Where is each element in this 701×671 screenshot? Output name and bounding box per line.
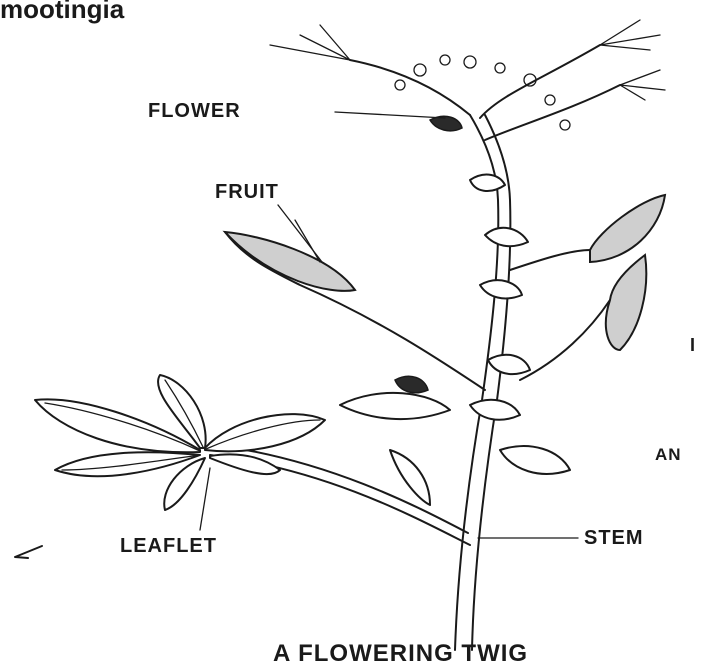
diagram-caption: A FLOWERING TWIG bbox=[273, 640, 528, 668]
flower-leader-line bbox=[335, 112, 445, 118]
stem-leaves bbox=[340, 175, 570, 505]
fruit-label: FRUIT bbox=[215, 181, 279, 204]
arrow-mark bbox=[15, 546, 42, 558]
flower-cluster bbox=[270, 20, 665, 140]
fruit-right-lower bbox=[606, 255, 646, 350]
stem-label: STEM bbox=[584, 527, 644, 550]
fruit-right-upper bbox=[590, 195, 665, 262]
flower-label: FLOWER bbox=[148, 100, 241, 123]
leaflet-leader-line bbox=[200, 468, 210, 530]
header-fragment: mootingia bbox=[0, 0, 124, 25]
leaflet-label: LEAFLET bbox=[120, 535, 217, 558]
fruit-left bbox=[225, 232, 355, 291]
compound-leaf bbox=[35, 375, 325, 510]
edge-text-an: AN bbox=[655, 445, 682, 465]
edge-text-i: I bbox=[690, 335, 696, 356]
